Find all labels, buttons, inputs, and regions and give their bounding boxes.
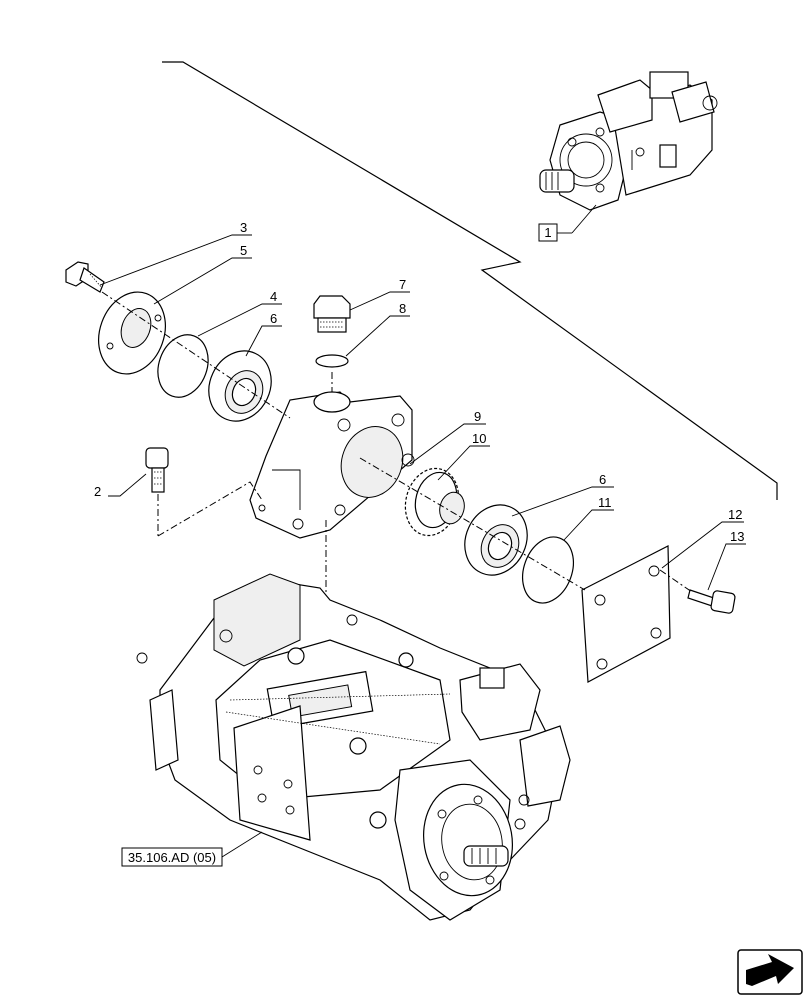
callout-label: 6	[599, 472, 606, 487]
callout-10[interactable]: 10	[437, 431, 490, 481]
callout-1[interactable]: 1	[538, 204, 597, 242]
callout-label: 8	[399, 301, 406, 316]
callout-11[interactable]: 11	[563, 495, 614, 541]
o-ring-4	[157, 334, 209, 398]
callout-6-left[interactable]: 6	[245, 311, 282, 357]
callout-3[interactable]: 3	[99, 220, 252, 286]
o-ring-11	[522, 536, 574, 604]
callout-12[interactable]: 12	[661, 507, 744, 569]
socket-screw-2	[145, 447, 169, 493]
callout-2[interactable]: 2	[94, 473, 147, 499]
callout-label: 13	[730, 529, 744, 544]
callout-8[interactable]: 8	[345, 301, 410, 357]
callout-7[interactable]: 7	[349, 277, 410, 311]
bolt-3	[65, 261, 105, 293]
socket-screw-13	[687, 589, 736, 614]
plug-7	[313, 295, 351, 333]
bearing-6-left	[208, 350, 272, 422]
callout-label: 6	[270, 311, 277, 326]
next-page-arrow-icon[interactable]	[737, 949, 803, 995]
callout-label: 10	[472, 431, 486, 446]
callout-4[interactable]: 4	[197, 289, 282, 337]
main-pump-body	[136, 573, 571, 921]
callout-label: 7	[399, 277, 406, 292]
section-boundary	[162, 61, 778, 500]
callout-label: 11	[598, 495, 612, 510]
callout-5[interactable]: 5	[153, 243, 252, 305]
callout-label: 12	[728, 507, 742, 522]
callout-label: 2	[94, 484, 101, 499]
bearing-6-right	[464, 504, 528, 576]
callout-6-right[interactable]: 6	[511, 472, 614, 517]
gear-housing	[249, 391, 415, 539]
gear-9-10	[404, 467, 465, 537]
reference-link[interactable]: 35.106.AD (05)	[121, 831, 263, 867]
flange-5	[98, 291, 166, 375]
callout-13[interactable]: 13	[707, 529, 746, 591]
o-ring-8	[315, 354, 349, 368]
pump-assembly-thumbnail	[539, 71, 718, 211]
callout-label: 5	[240, 243, 247, 258]
callout-label: 1	[544, 225, 551, 240]
callout-9[interactable]: 9	[409, 409, 486, 465]
callout-label: 4	[270, 289, 277, 304]
callout-label: 9	[474, 409, 481, 424]
callout-label: 3	[240, 220, 247, 235]
cover-plate-12	[581, 545, 671, 683]
reference-label: 35.106.AD (05)	[128, 850, 216, 865]
